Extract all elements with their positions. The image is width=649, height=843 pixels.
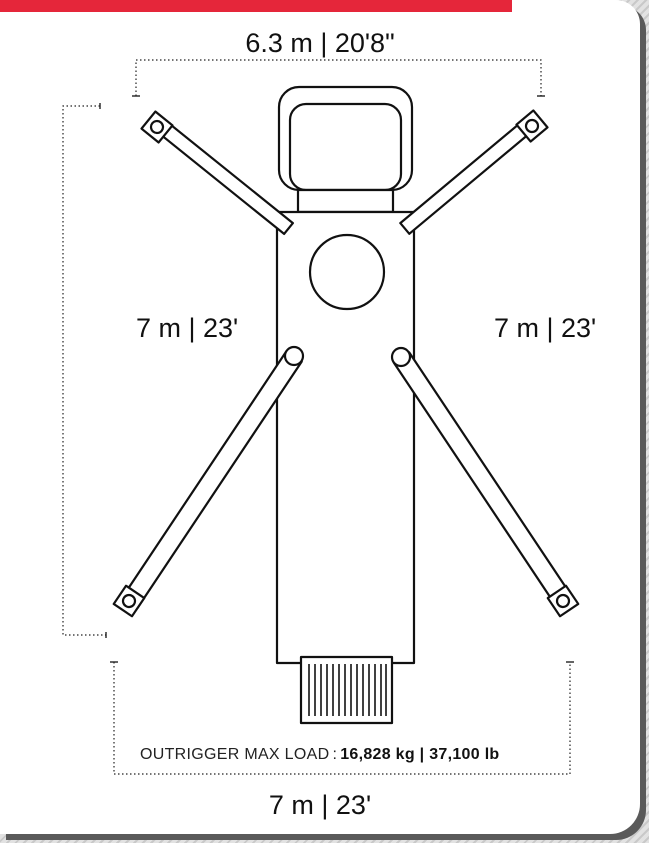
cab-window: [288, 102, 403, 192]
rear-step: [299, 655, 394, 725]
front-right-pad: [515, 109, 549, 143]
turntable: [308, 233, 386, 311]
bottom-width-label: 7 m | 23': [268, 790, 372, 820]
bottom-dimension-line: [113, 662, 571, 775]
accent-bar: [0, 0, 512, 12]
front-right-outrigger-beam: [399, 116, 538, 235]
load-label: OUTRIGGER MAX LOAD: [140, 746, 330, 763]
load-separator: :: [332, 746, 338, 763]
front-left-pad: [140, 110, 174, 144]
rear-step-grille: [308, 664, 387, 716]
left-length-label: 7 m | 23': [136, 313, 239, 343]
right-length-label: 7 m | 23': [494, 313, 597, 343]
rear-right-pivot: [390, 346, 412, 368]
cab-neck: [296, 188, 395, 214]
front-left-outrigger-beam: [151, 115, 294, 235]
rear-left-outrigger-beam: [121, 350, 303, 609]
rear-left-pivot: [283, 345, 305, 367]
dimension-lines: [62, 59, 571, 775]
rear-right-outrigger-beam: [392, 351, 573, 607]
load-value: 16,828 kg | 37,100 lb: [340, 746, 500, 763]
top-width-label: 6.3 m | 20'8": [245, 28, 395, 58]
outrigger-max-load: OUTRIGGER MAX LOAD:16,828 kg | 37,100 lb: [140, 746, 500, 764]
left-dimension-line: [62, 105, 106, 636]
rear-right-pad: [546, 584, 580, 618]
rear-left-pad: [112, 584, 146, 618]
